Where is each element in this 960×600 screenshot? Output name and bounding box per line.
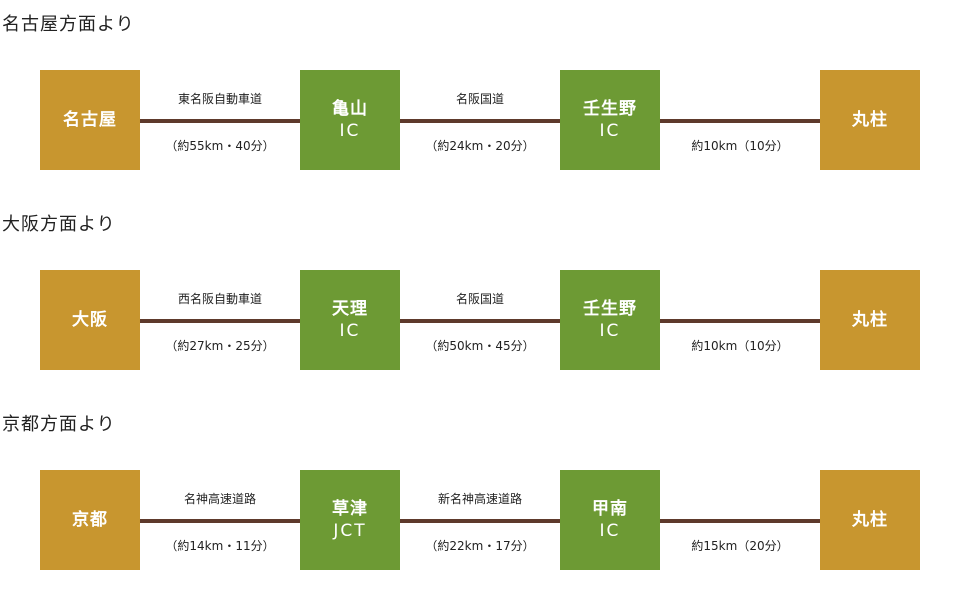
route-line-1 (140, 119, 300, 123)
origin-label: 名古屋 (63, 110, 117, 130)
distance-3: 約10km（10分） (691, 139, 789, 153)
distance-3: 約10km（10分） (691, 339, 789, 353)
route-section: 京都方面より 京都 名神高速道路 （約14km・11分） 草津 JCT 新名神高… (0, 400, 960, 600)
junction-name-1: 草津 (332, 499, 368, 519)
route-section: 大阪方面より 大阪 西名阪自動車道 （約27km・25分） 天理 IC 名阪国道… (0, 200, 960, 400)
distance-2: （約24km・20分） (425, 139, 535, 153)
route-section: 名古屋方面より 名古屋 東名阪自動車道 （約55km・40分） 亀山 IC 名阪… (0, 0, 960, 200)
junction-box-1: 草津 JCT (300, 470, 400, 570)
road-name-2: 新名神高速道路 (437, 492, 522, 506)
junction-type-2: IC (599, 121, 621, 141)
junction-box-2: 甲南 IC (560, 470, 660, 570)
junction-name-1: 亀山 (332, 99, 368, 119)
junction-type-2: IC (599, 521, 621, 541)
road-name-1: 西名阪自動車道 (177, 292, 262, 306)
route-line-1 (140, 519, 300, 523)
origin-box: 京都 (40, 470, 140, 570)
destination-box: 丸柱 (820, 70, 920, 170)
route-line-2 (400, 119, 560, 123)
junction-name-2: 壬生野 (583, 299, 637, 319)
route-line-2 (400, 319, 560, 323)
route-line-1 (140, 319, 300, 323)
route-line-2 (400, 519, 560, 523)
junction-name-1: 天理 (332, 299, 368, 319)
destination-box: 丸柱 (820, 270, 920, 370)
origin-label: 京都 (72, 510, 108, 530)
junction-box-2: 壬生野 IC (560, 270, 660, 370)
distance-3: 約15km（20分） (691, 539, 789, 553)
destination-label: 丸柱 (852, 310, 888, 330)
road-name-1: 名神高速道路 (183, 492, 256, 506)
distance-2: （約22km・17分） (425, 539, 535, 553)
destination-label: 丸柱 (852, 110, 888, 130)
section-title: 名古屋方面より (2, 14, 135, 35)
junction-name-2: 甲南 (592, 499, 628, 519)
junction-type-1: JCT (333, 521, 367, 541)
road-name-2: 名阪国道 (455, 92, 504, 106)
distance-1: （約55km・40分） (165, 139, 275, 153)
origin-box: 名古屋 (40, 70, 140, 170)
junction-box-2: 壬生野 IC (560, 70, 660, 170)
route-line-3 (660, 119, 820, 123)
junction-name-2: 壬生野 (583, 99, 637, 119)
junction-type-1: IC (339, 321, 361, 341)
section-title: 京都方面より (2, 414, 116, 435)
distance-1: （約14km・11分） (165, 539, 275, 553)
road-name-2: 名阪国道 (455, 292, 504, 306)
junction-type-2: IC (599, 321, 621, 341)
junction-type-1: IC (339, 121, 361, 141)
junction-box-1: 天理 IC (300, 270, 400, 370)
origin-box: 大阪 (40, 270, 140, 370)
junction-box-1: 亀山 IC (300, 70, 400, 170)
road-name-1: 東名阪自動車道 (177, 92, 262, 106)
destination-label: 丸柱 (852, 510, 888, 530)
section-title: 大阪方面より (2, 214, 116, 235)
route-line-3 (660, 519, 820, 523)
route-line-3 (660, 319, 820, 323)
destination-box: 丸柱 (820, 470, 920, 570)
distance-1: （約27km・25分） (165, 339, 275, 353)
distance-2: （約50km・45分） (425, 339, 535, 353)
origin-label: 大阪 (72, 310, 108, 330)
